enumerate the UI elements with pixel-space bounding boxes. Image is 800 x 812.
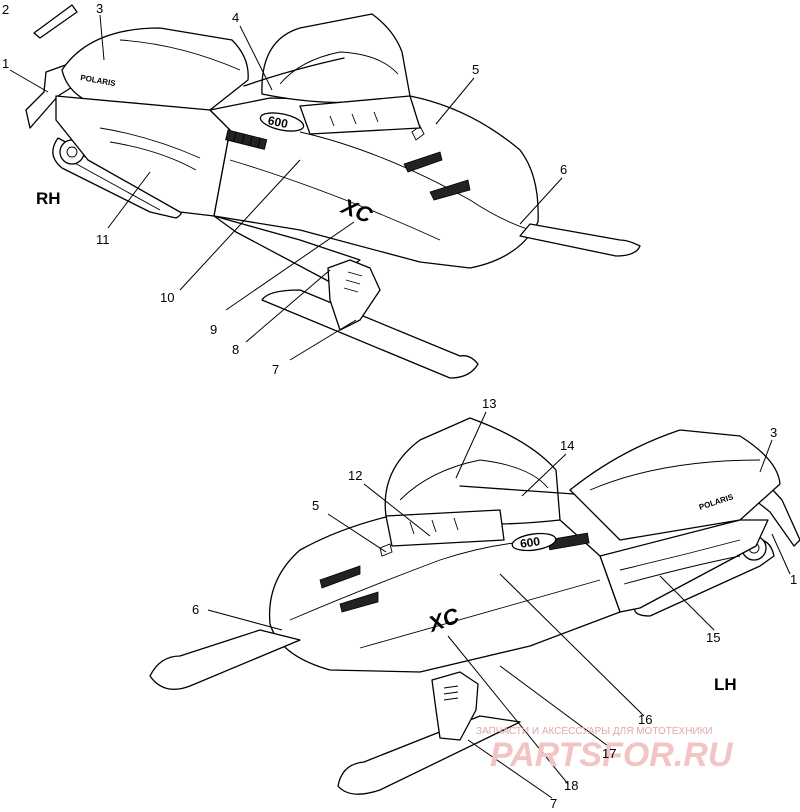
- snowmobile-right-side: 600 XC POLARIS: [25, 4, 641, 379]
- hood-vent-lower: [429, 179, 471, 201]
- leader-18: [447, 635, 569, 785]
- callout-16: 16: [638, 712, 652, 727]
- watermark-logo: PARTSFOR.RU: [490, 736, 734, 774]
- leader-5: [435, 77, 475, 125]
- front-ski-lh: [149, 629, 301, 690]
- tunnel-decal-swoosh-lh: [619, 539, 741, 585]
- leader-4: [239, 25, 273, 91]
- seat-lh: [569, 429, 781, 541]
- callout-8: 8: [232, 342, 239, 357]
- callout-10: 10: [160, 290, 174, 305]
- dash-gauges: [329, 111, 379, 127]
- tunnel-decal-swoosh: [99, 127, 201, 171]
- seat: [61, 27, 249, 111]
- callout-4: 4: [232, 10, 239, 25]
- watermark: ЗАПЧАСТИ И АКСЕССУАРЫ ДЛЯ МОТОТЕХНИКИ PA…: [476, 726, 734, 774]
- leader-3: [99, 14, 105, 61]
- leader-1: [9, 69, 49, 93]
- callout-9: 9: [210, 322, 217, 337]
- hood-vent-lower-lh: [339, 591, 379, 613]
- handlebar-lh: [459, 485, 575, 495]
- right-ski: [261, 289, 479, 379]
- engine-badge: [259, 112, 305, 132]
- callout-7-lh: 7: [550, 796, 557, 811]
- callout-7: 7: [272, 362, 279, 377]
- leader-3b: [759, 439, 773, 473]
- leader-16: [499, 573, 645, 717]
- leader-7: [289, 319, 357, 361]
- engine-badge-lh: [511, 532, 557, 552]
- engine-badge-text: 600: [267, 113, 290, 131]
- ski-spindle: [327, 259, 381, 331]
- hood-vent-upper-lh: [319, 565, 361, 589]
- leader-10: [179, 159, 301, 291]
- leader-1b: [771, 533, 791, 575]
- ski-spindle-lh: [431, 671, 479, 741]
- seat-line-lh: [589, 459, 761, 491]
- windshield-inner-lh: [399, 459, 549, 501]
- callout-2: 2: [2, 2, 9, 17]
- callout-6-lh: 6: [192, 602, 199, 617]
- left-ski: [519, 223, 641, 257]
- callout-17: 17: [602, 746, 616, 761]
- callout-15: 15: [706, 630, 720, 645]
- checker-lines: [233, 131, 261, 149]
- spindle-spring-lh: [443, 685, 459, 701]
- leader-6b: [207, 609, 283, 631]
- callouts-top: 1 2 3 4 5 6 7 8 9 10 11: [2, 1, 567, 377]
- right-side-label: RH: [36, 189, 61, 208]
- callout-3: 3: [96, 1, 103, 16]
- handlebar: [243, 57, 345, 87]
- leader-9: [225, 221, 355, 311]
- callout-1: 1: [2, 56, 9, 71]
- callout-12: 12: [348, 468, 362, 483]
- leader-17: [499, 665, 609, 747]
- callout-5-lh: 5: [312, 498, 319, 513]
- rear-idler-hub: [66, 146, 78, 158]
- callout-18: 18: [564, 778, 578, 793]
- callout-1-lh: 1: [790, 572, 797, 587]
- leader-7b: [467, 739, 553, 799]
- windshield-inner: [279, 51, 399, 85]
- callout-6: 6: [560, 162, 567, 177]
- callout-13: 13: [482, 396, 496, 411]
- hood-side-line: [229, 159, 441, 241]
- loose-decal-strip: [33, 4, 78, 39]
- leader-14: [521, 453, 567, 497]
- leader-15: [659, 575, 715, 631]
- leader-11: [107, 171, 151, 229]
- engine-badge-text-lh: 600: [519, 534, 541, 551]
- hood-mini-decal-lh: [379, 543, 393, 557]
- leader-12: [363, 483, 431, 537]
- dash-gauges-lh: [409, 517, 459, 535]
- dash-console: [299, 95, 421, 135]
- seat-line: [119, 39, 241, 71]
- leader-13: [455, 411, 487, 479]
- callout-14: 14: [560, 438, 574, 453]
- callout-3-lh: 3: [770, 425, 777, 440]
- callouts-bottom: 13 14 3 12 5 1 6 15 16 17 18 7: [192, 396, 797, 811]
- spindle-spring: [343, 271, 363, 293]
- callout-11: 11: [96, 232, 110, 247]
- hood-side-line-lh: [359, 579, 601, 649]
- callout-5: 5: [472, 62, 479, 77]
- rear-ski-lh: [337, 715, 521, 795]
- leader-5b: [327, 513, 387, 553]
- snowmobile-left-side: POLARIS XC 600: [149, 417, 800, 795]
- dash-console-lh: [385, 509, 505, 547]
- leader-6: [519, 177, 563, 225]
- leader-8: [245, 269, 331, 343]
- hood-vent-upper: [403, 151, 443, 173]
- left-side-label: LH: [714, 675, 737, 694]
- windshield-lh: [384, 417, 561, 525]
- leader-lines: [9, 14, 791, 799]
- watermark-tagline: ЗАПЧАСТИ И АКСЕССУАРЫ ДЛЯ МОТОТЕХНИКИ: [476, 726, 713, 737]
- windshield: [261, 13, 411, 104]
